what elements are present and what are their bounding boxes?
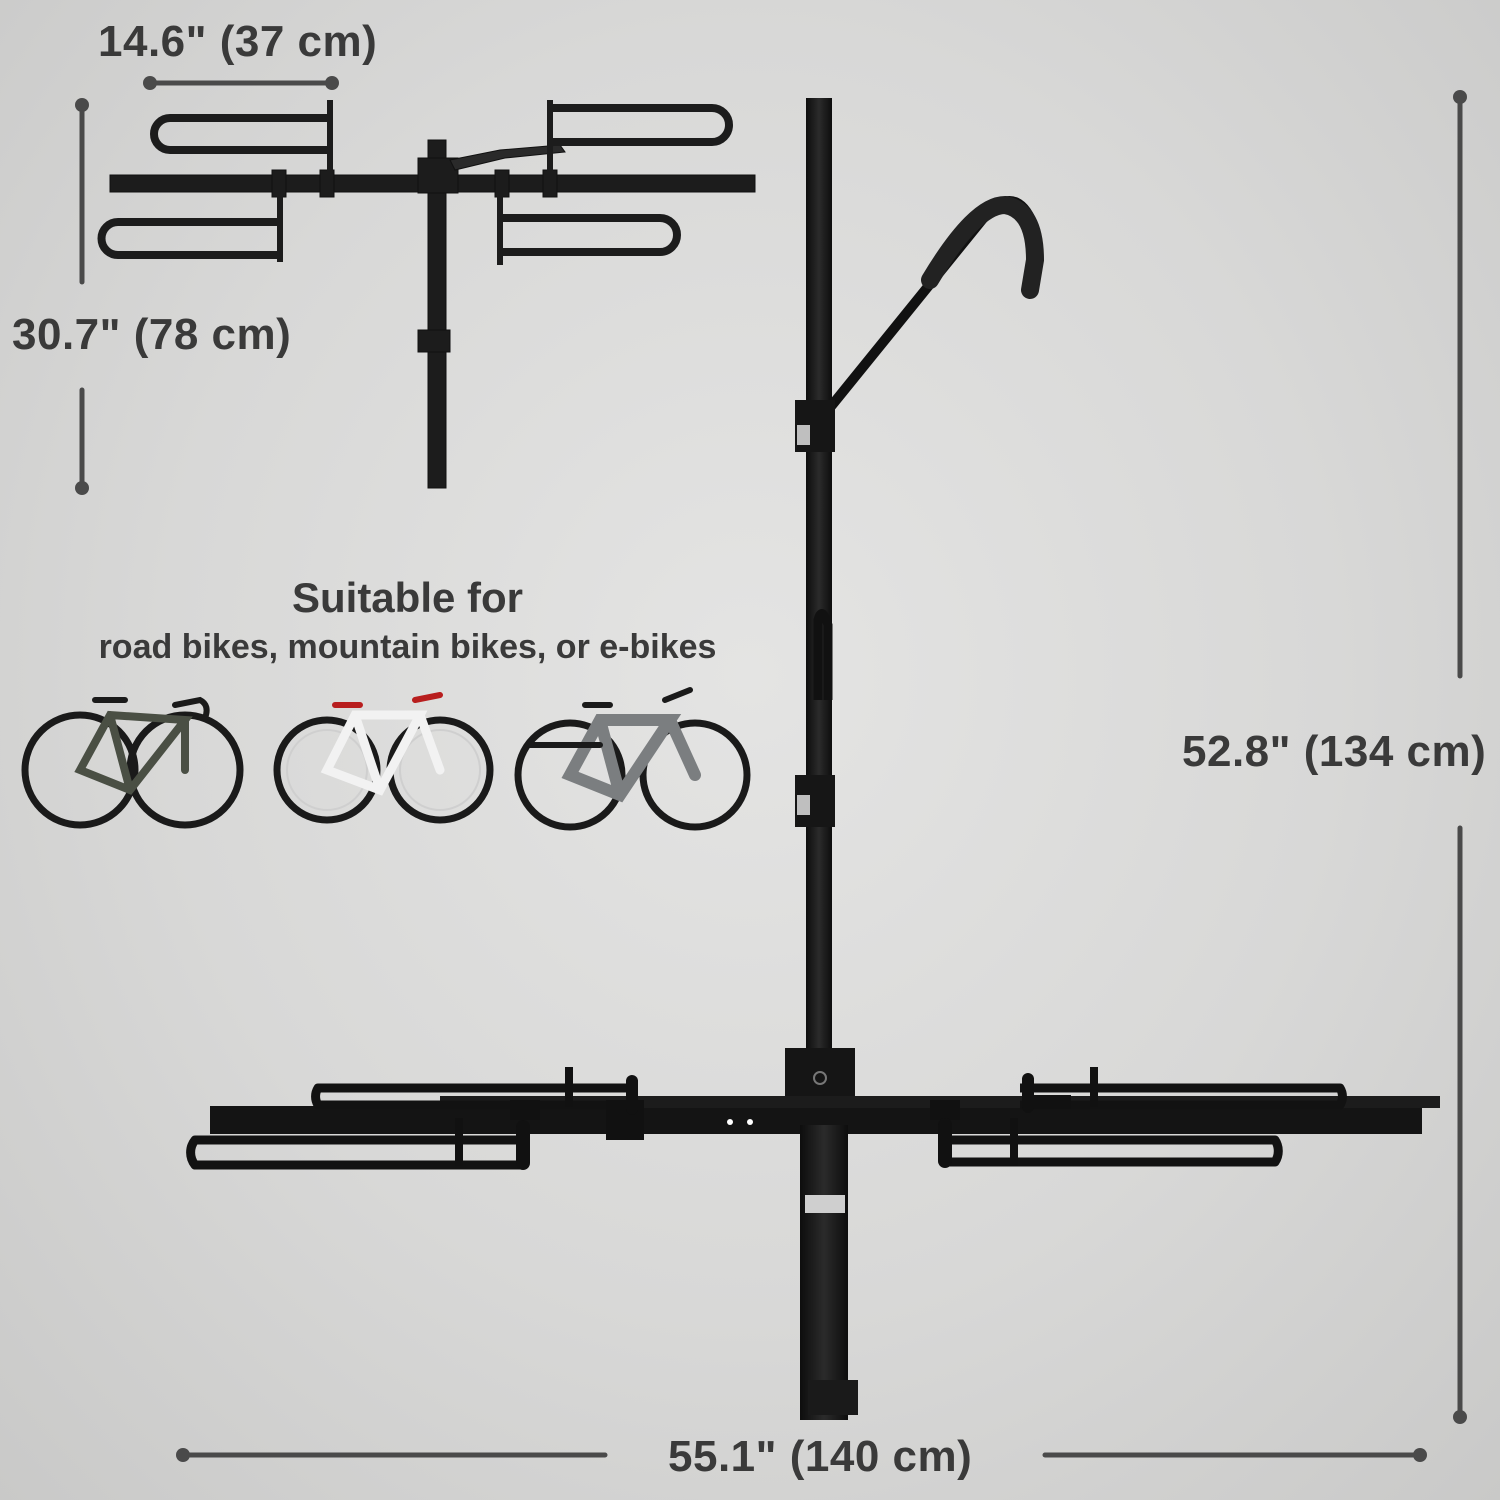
folded-depth-label: 30.7" (78 cm) xyxy=(12,310,292,359)
tray-loop-bottom-right xyxy=(500,214,681,256)
tray-loop-top-left xyxy=(150,114,330,154)
suitability-title: Suitable for xyxy=(291,574,524,621)
suitability-subtitle: road bikes, mountain bikes, or e-bikes xyxy=(98,628,717,666)
tray-loop-bottom-left xyxy=(97,218,280,259)
width-label: 55.1" (140 cm) xyxy=(668,1432,973,1481)
wheel-tray-back-right xyxy=(1020,1083,1347,1110)
wheel-tray-back-left xyxy=(311,1083,630,1110)
folded-mast xyxy=(427,139,447,489)
arm-spacing-label: 14.6" (37 cm) xyxy=(98,17,378,66)
hitch-receiver xyxy=(800,1125,848,1420)
wheel-tray-front-left xyxy=(186,1135,525,1170)
e-bike-icon xyxy=(514,687,751,831)
arm-spacing-dimension-line xyxy=(143,76,339,90)
height-label: 52.8" (134 cm) xyxy=(1182,727,1487,776)
mountain-bike-icon xyxy=(273,692,494,824)
road-bike-icon xyxy=(21,696,244,829)
width-dimension-line xyxy=(176,1448,1427,1462)
tray-loop-top-right xyxy=(550,104,733,146)
folded-depth-dimension-line xyxy=(75,98,89,495)
wheel-tray-front-right xyxy=(945,1135,1283,1167)
height-dimension-line xyxy=(1453,90,1467,1424)
rack-mast xyxy=(806,98,832,1088)
